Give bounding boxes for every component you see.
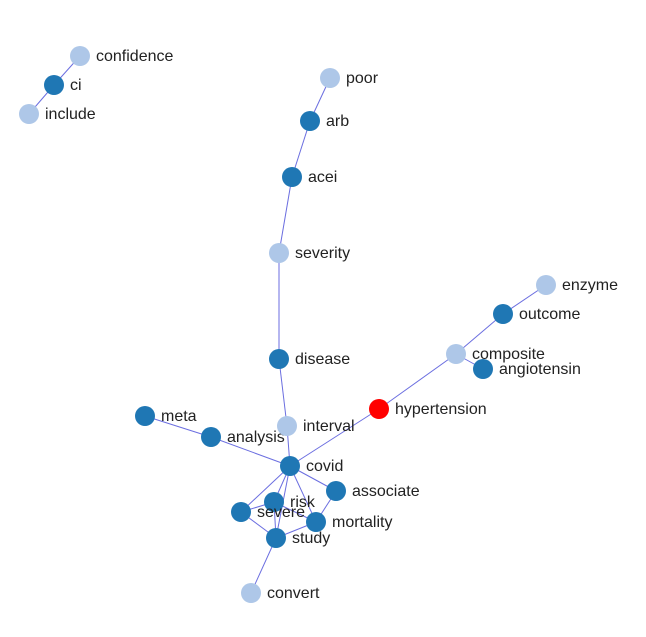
node-label-meta: meta: [161, 408, 197, 425]
edge-disease-interval: [278, 358, 288, 427]
node-circle-covid[interactable]: [280, 456, 300, 476]
node-label-covid: covid: [306, 458, 343, 475]
node-poor[interactable]: poor: [320, 68, 379, 88]
node-interval[interactable]: interval: [277, 416, 355, 436]
node-label-mortality: mortality: [332, 514, 392, 531]
node-angiotensin[interactable]: angiotensin: [473, 359, 581, 379]
edge-acei-severity: [278, 176, 293, 254]
node-label-hypertension: hypertension: [395, 401, 487, 418]
node-label-composite: composite: [472, 346, 545, 363]
node-circle-confidence[interactable]: [70, 46, 90, 66]
node-label-include: include: [45, 106, 96, 123]
node-label-acei: acei: [308, 169, 337, 186]
node-circle-enzyme[interactable]: [536, 275, 556, 295]
node-circle-ci[interactable]: [44, 75, 64, 95]
edge-study-convert: [250, 537, 277, 594]
node-label-risk: risk: [290, 494, 316, 511]
node-mortality[interactable]: mortality: [306, 512, 392, 532]
node-label-ci: ci: [70, 77, 82, 94]
nodes-layer: confidence ci include poor arb acei severity en…: [19, 46, 618, 603]
node-label-confidence: confidence: [96, 48, 173, 65]
node-analysis[interactable]: analysis: [201, 427, 285, 447]
node-outcome[interactable]: outcome: [493, 304, 580, 324]
node-severity[interactable]: severity: [269, 243, 350, 263]
node-meta[interactable]: meta: [135, 406, 197, 426]
node-circle-severity[interactable]: [269, 243, 289, 263]
node-circle-risk[interactable]: [264, 492, 284, 512]
node-ci[interactable]: ci: [44, 75, 82, 95]
node-label-convert: convert: [267, 585, 320, 602]
node-include[interactable]: include: [19, 104, 96, 124]
node-circle-hypertension[interactable]: [369, 399, 389, 419]
node-convert[interactable]: convert: [241, 583, 320, 603]
node-covid[interactable]: covid: [280, 456, 343, 476]
node-disease[interactable]: disease: [269, 349, 350, 369]
node-circle-angiotensin[interactable]: [473, 359, 493, 379]
node-circle-arb[interactable]: [300, 111, 320, 131]
node-circle-acei[interactable]: [282, 167, 302, 187]
edge-outcome-composite: [455, 313, 504, 355]
node-confidence[interactable]: confidence: [70, 46, 173, 66]
node-study[interactable]: study: [266, 528, 330, 548]
node-label-arb: arb: [326, 113, 349, 130]
node-circle-composite[interactable]: [446, 344, 466, 364]
edge-analysis-covid: [210, 436, 291, 467]
node-circle-include[interactable]: [19, 104, 39, 124]
node-circle-associate[interactable]: [326, 481, 346, 501]
node-severe[interactable]: severe: [231, 502, 305, 522]
node-label-study: study: [292, 530, 330, 547]
node-enzyme[interactable]: enzyme: [536, 275, 618, 295]
node-composite[interactable]: composite: [446, 344, 545, 364]
node-circle-disease[interactable]: [269, 349, 289, 369]
node-circle-convert[interactable]: [241, 583, 261, 603]
node-circle-mortality[interactable]: [306, 512, 326, 532]
node-hypertension[interactable]: hypertension: [369, 399, 487, 419]
node-label-angiotensin: angiotensin: [499, 361, 581, 378]
node-label-associate: associate: [352, 483, 420, 500]
node-label-enzyme: enzyme: [562, 277, 618, 294]
node-circle-outcome[interactable]: [493, 304, 513, 324]
edge-composite-hypertension: [378, 353, 457, 410]
node-circle-analysis[interactable]: [201, 427, 221, 447]
node-circle-interval[interactable]: [277, 416, 297, 436]
node-circle-study[interactable]: [266, 528, 286, 548]
node-circle-meta[interactable]: [135, 406, 155, 426]
node-label-poor: poor: [346, 70, 379, 87]
edge-hypertension-covid: [289, 408, 380, 467]
node-label-severity: severity: [295, 245, 350, 262]
edge-meta-analysis: [144, 415, 212, 438]
node-label-analysis: analysis: [227, 429, 285, 446]
node-label-interval: interval: [303, 418, 355, 435]
node-associate[interactable]: associate: [326, 481, 420, 501]
node-label-outcome: outcome: [519, 306, 580, 323]
node-circle-severe[interactable]: [231, 502, 251, 522]
node-label-severe: severe: [257, 504, 305, 521]
node-circle-poor[interactable]: [320, 68, 340, 88]
node-label-disease: disease: [295, 351, 350, 368]
node-risk[interactable]: risk: [264, 492, 316, 512]
node-acei[interactable]: acei: [282, 167, 337, 187]
edge-covid-severe: [240, 465, 291, 513]
node-arb[interactable]: arb: [300, 111, 349, 131]
edge-covid-mortality: [289, 465, 317, 523]
